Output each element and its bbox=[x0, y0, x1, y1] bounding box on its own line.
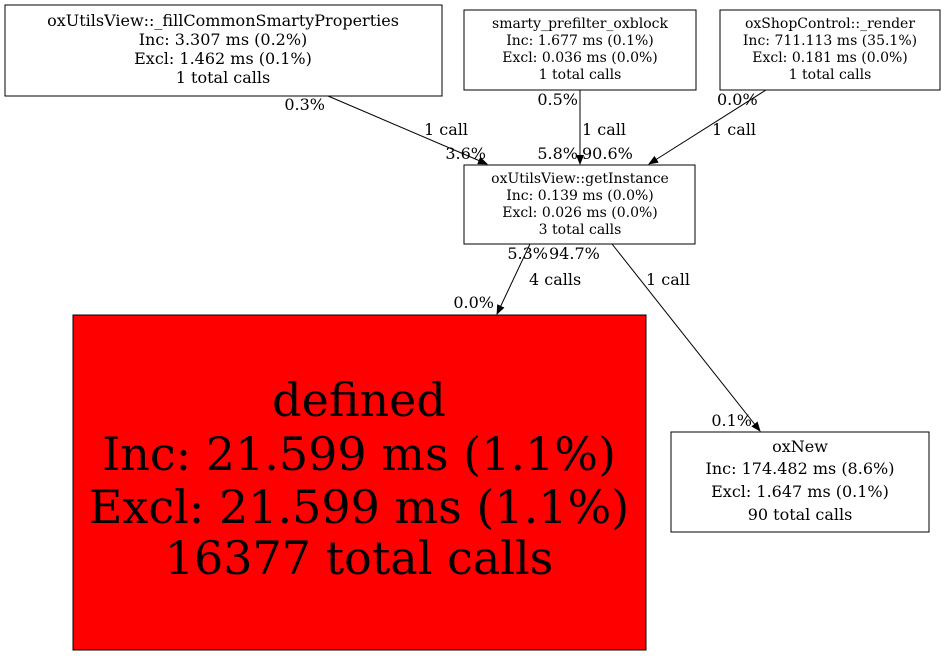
edge-head-label: 3.6% bbox=[445, 144, 486, 163]
node-title: oxUtilsView::_fillCommonSmartyProperties bbox=[47, 11, 399, 30]
node-calls: 1 total calls bbox=[789, 67, 872, 83]
node-title: oxUtilsView::getInstance bbox=[491, 171, 669, 187]
edge-call-label: 1 call bbox=[646, 270, 690, 289]
edge-getinstance-to-defined: 5.3% 4 calls 0.0% bbox=[453, 243, 581, 315]
node-calls: 3 total calls bbox=[539, 222, 622, 238]
node-oxutilsview-getinstance[interactable]: oxUtilsView::getInstance Inc: 0.139 ms (… bbox=[463, 164, 696, 245]
edge-head-label: 0.0% bbox=[453, 293, 494, 312]
node-title: oxShopControl::_render bbox=[745, 16, 915, 32]
node-inc: Inc: 1.677 ms (0.1%) bbox=[506, 33, 654, 49]
node-oxshopcontrol-render[interactable]: oxShopControl::_render Inc: 711.113 ms (… bbox=[719, 9, 941, 91]
edge-head-label: 5.8% bbox=[537, 144, 578, 163]
edge-tail-label: 0.5% bbox=[537, 90, 578, 109]
node-calls: 16377 total calls bbox=[165, 531, 554, 585]
node-calls: 1 total calls bbox=[176, 68, 270, 87]
node-inc: Inc: 3.307 ms (0.2%) bbox=[139, 30, 308, 49]
node-excl: Excl: 0.026 ms (0.0%) bbox=[502, 205, 658, 221]
node-excl: Excl: 0.036 ms (0.0%) bbox=[502, 50, 658, 66]
node-inc: Inc: 711.113 ms (35.1%) bbox=[743, 33, 917, 49]
edge-call-label: 1 call bbox=[712, 120, 756, 139]
node-inc: Inc: 21.599 ms (1.1%) bbox=[102, 427, 616, 481]
node-title: smarty_prefilter_oxblock bbox=[492, 16, 668, 32]
edge-call-label: 1 call bbox=[424, 120, 468, 139]
node-fill-common-smarty-properties[interactable]: oxUtilsView::_fillCommonSmartyProperties… bbox=[4, 4, 443, 97]
edge-tail-label: 0.3% bbox=[284, 95, 325, 114]
edge-call-label: 1 call bbox=[582, 120, 626, 139]
node-calls: 90 total calls bbox=[748, 505, 853, 524]
node-excl: Excl: 0.181 ms (0.0%) bbox=[752, 50, 908, 66]
node-title: defined bbox=[272, 373, 446, 427]
node-title: oxNew bbox=[772, 437, 828, 456]
node-excl: Excl: 1.647 ms (0.1%) bbox=[711, 482, 889, 501]
node-excl: Excl: 21.599 ms (1.1%) bbox=[89, 480, 629, 534]
edge-prefilter-to-getinstance: 0.5% 1 call 5.8% bbox=[537, 90, 626, 165]
node-excl: Excl: 1.462 ms (0.1%) bbox=[134, 49, 312, 68]
node-inc: Inc: 0.139 ms (0.0%) bbox=[506, 188, 654, 204]
edge-tail-label: 94.7% bbox=[549, 244, 600, 263]
edge-tail-label: 0.0% bbox=[717, 90, 758, 109]
edge-head-label: 0.1% bbox=[711, 411, 752, 430]
edge-head-label: 90.6% bbox=[582, 144, 633, 163]
edge-call-label: 4 calls bbox=[529, 270, 581, 289]
node-defined[interactable]: defined Inc: 21.599 ms (1.1%) Excl: 21.5… bbox=[72, 314, 647, 651]
node-smarty-prefilter-oxblock[interactable]: smarty_prefilter_oxblock Inc: 1.677 ms (… bbox=[463, 9, 697, 91]
edge-tail-label: 5.3% bbox=[507, 244, 548, 263]
node-inc: Inc: 174.482 ms (8.6%) bbox=[706, 459, 895, 478]
node-calls: 1 total calls bbox=[539, 67, 622, 83]
edge-fill-common-to-getinstance: 0.3% 1 call 3.6% bbox=[284, 95, 488, 165]
edge-render-to-getinstance: 0.0% 1 call 90.6% bbox=[582, 89, 767, 165]
edge-getinstance-to-oxnew: 94.7% 1 call 0.1% bbox=[549, 243, 761, 432]
node-oxnew[interactable]: oxNew Inc: 174.482 ms (8.6%) Excl: 1.647… bbox=[670, 431, 930, 533]
